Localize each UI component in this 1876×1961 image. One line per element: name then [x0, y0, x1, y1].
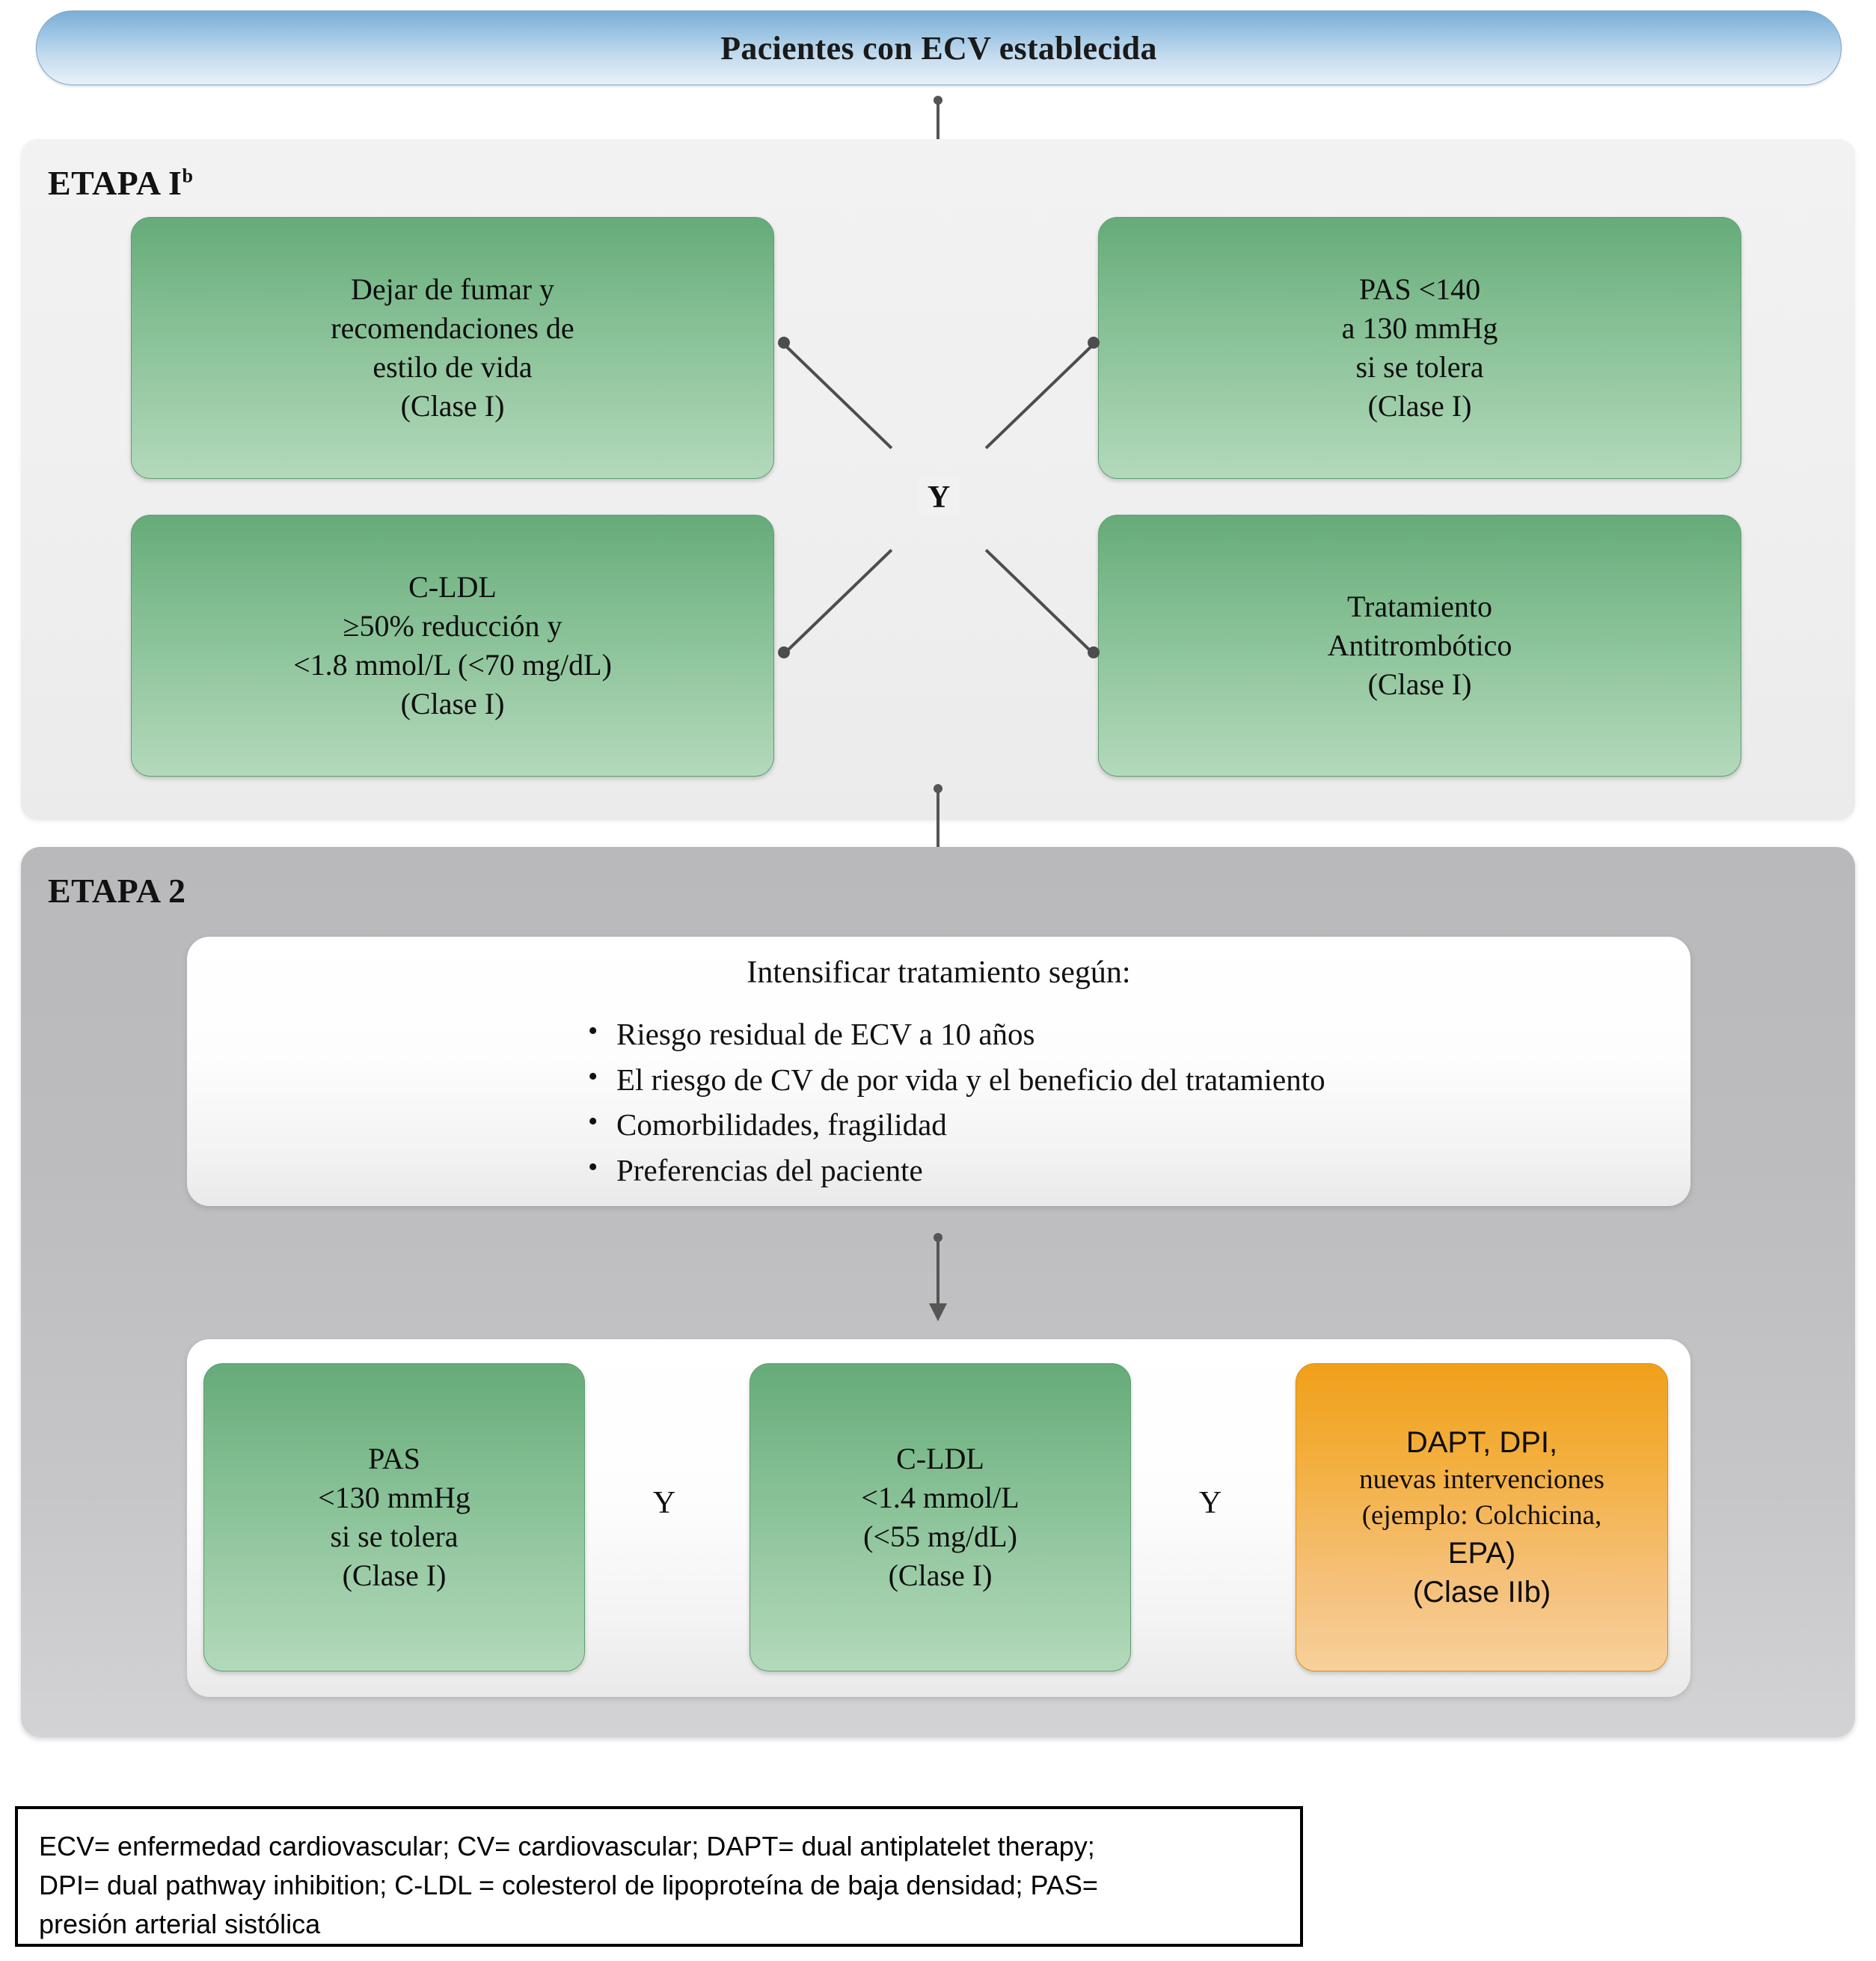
stage1-label: ETAPA Ib	[48, 163, 193, 203]
list-item: Comorbilidades, fragilidad	[583, 1101, 1325, 1148]
box-line: (Clase I)	[888, 1558, 993, 1592]
connector-line-nw-se	[782, 343, 893, 450]
footnote-line: ECV= enfermedad cardiovascular; CV= card…	[39, 1831, 1095, 1861]
box-ldl-cholesterol[interactable]: C-LDL ≥50% reducción y <1.8 mmol/L (<70 …	[131, 515, 774, 777]
box-line: si se tolera	[1355, 350, 1484, 384]
box-line: ≥50% reducción y	[343, 609, 563, 643]
box-line: C-LDL	[896, 1442, 984, 1475]
box-line: <1.8 mmol/L (<70 mg/dL)	[293, 648, 612, 682]
arrow-criteria-to-targets	[927, 1233, 949, 1321]
arrow-dot	[934, 1233, 942, 1242]
list-item: El riesgo de CV de por vida y el benefic…	[583, 1056, 1325, 1103]
footnote-box: ECV= enfermedad cardiovascular; CV= card…	[15, 1806, 1303, 1947]
top-banner: Pacientes con ECV establecida	[36, 10, 1842, 85]
intensify-criteria-panel: Intensificar tratamiento según: Riesgo r…	[187, 937, 1690, 1206]
arrow-shaft	[937, 1239, 939, 1305]
box-ldl-intensified[interactable]: C-LDL <1.4 mmol/L (<55 mg/dL) (Clase I)	[750, 1363, 1131, 1671]
box-line: (Clase I)	[400, 687, 505, 721]
box-line: (Clase I)	[400, 389, 505, 423]
criteria-title: Intensificar tratamiento según:	[747, 955, 1131, 990]
stage1-label-superscript: b	[182, 165, 194, 187]
arrow-head	[929, 1303, 947, 1321]
box-line: EPA)	[1447, 1537, 1516, 1570]
box-line: Tratamiento	[1346, 590, 1493, 623]
connector-line-se-nw	[984, 548, 1095, 655]
arrow-shaft	[937, 102, 939, 162]
box-smoking-lifestyle[interactable]: Dejar de fumar y recomendaciones de esti…	[131, 217, 774, 479]
box-line: (Clase IIb)	[1412, 1576, 1551, 1609]
list-item: Preferencias del paciente	[583, 1146, 1325, 1193]
box-line: Dejar de fumar y	[350, 272, 555, 306]
box-line: si se tolera	[330, 1520, 459, 1553]
box-line: PAS <140	[1358, 272, 1481, 306]
box-line: <130 mmHg	[318, 1481, 470, 1514]
list-item: Riesgo residual de ECV a 10 años	[583, 1010, 1325, 1057]
and-label-2: Y	[1198, 1486, 1222, 1520]
and-label-1: Y	[652, 1486, 676, 1520]
box-antithrombotic[interactable]: Tratamiento Antitrombótico (Clase I)	[1098, 515, 1741, 777]
box-line: C-LDL	[408, 570, 497, 604]
box-line: DAPT, DPI,	[1406, 1425, 1558, 1459]
box-line: estilo de vida	[373, 350, 533, 384]
footnote-line: DPI= dual pathway inhibition; C-LDL = co…	[39, 1869, 1098, 1900]
box-systolic-bp-intensified[interactable]: PAS <130 mmHg si se tolera (Clase I)	[203, 1363, 585, 1671]
box-systolic-bp[interactable]: PAS <140 a 130 mmHg si se tolera (Clase …	[1098, 217, 1741, 479]
connector-line-sw-ne	[782, 548, 893, 655]
banner-title: Pacientes con ECV establecida	[720, 29, 1157, 67]
stage1-x-connector: Y	[778, 337, 1100, 658]
arrow-dot	[934, 96, 942, 105]
arrow-shaft	[937, 790, 939, 848]
box-line: (ejemplo: Colchicina,	[1361, 1500, 1602, 1531]
box-line: <1.4 mmol/L	[861, 1481, 1020, 1514]
box-line: (<55 mg/dL)	[863, 1520, 1017, 1553]
box-line: a 130 mmHg	[1341, 311, 1498, 345]
criteria-list: Riesgo residual de ECV a 10 años El ries…	[583, 1010, 1325, 1193]
connector-and-label: Y	[918, 478, 960, 517]
stage1-label-text: ETAPA I	[48, 164, 183, 202]
box-line: (Clase I)	[1367, 667, 1472, 701]
box-line: nuevas intervenciones	[1359, 1463, 1604, 1495]
footnote-line: presión arterial sistólica	[39, 1908, 321, 1939]
box-line: PAS	[368, 1442, 420, 1475]
box-line: (Clase I)	[342, 1558, 447, 1592]
box-line: Antitrombótico	[1327, 628, 1512, 662]
box-line: (Clase I)	[1367, 389, 1472, 423]
box-dapt-dpi[interactable]: DAPT, DPI, nuevas intervenciones (ejempl…	[1296, 1363, 1668, 1671]
stage2-label: ETAPA 2	[48, 872, 186, 910]
box-line: recomendaciones de	[331, 311, 574, 345]
connector-line-ne-sw	[984, 343, 1095, 450]
arrow-dot	[934, 784, 942, 793]
